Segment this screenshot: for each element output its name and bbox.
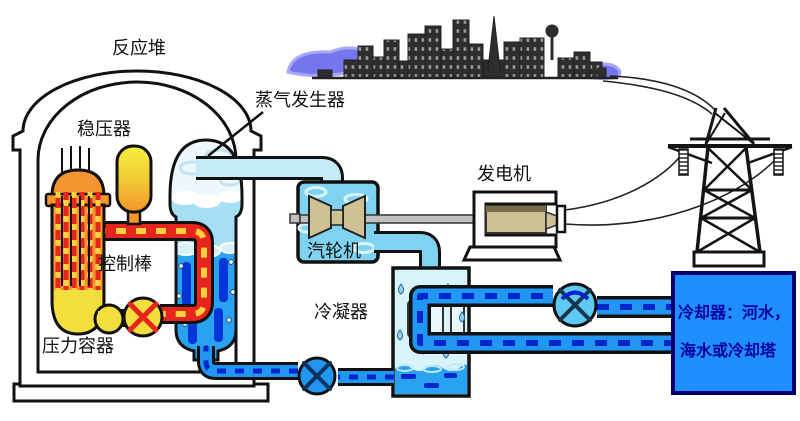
insulator-right (773, 148, 784, 176)
pyramid-building (486, 15, 502, 79)
primary-hot-leg (96, 221, 214, 324)
label-pressurizer: 稳压器 (77, 119, 131, 140)
pressurizer (115, 144, 153, 226)
cooler-box: 冷却器：河水， 海水或冷却塔 (671, 271, 796, 395)
cooler-label-line1: 冷却器：河水， (678, 303, 790, 322)
vessel-water (54, 290, 102, 302)
label-condenser: 冷凝器 (314, 302, 368, 323)
sg-cloud-band (171, 191, 242, 208)
wire-city-2 (602, 80, 713, 115)
turbine-rotors (308, 194, 366, 240)
cooling-pump-arrow (560, 290, 590, 301)
label-generator: 发电机 (477, 164, 531, 185)
label-pressure-vessel: 压力容器 (42, 336, 114, 357)
feedwater-pump (297, 356, 337, 396)
wire-generator-lower (564, 155, 780, 226)
label-reactor: 反应堆 (112, 38, 166, 59)
label-control-rods: 控制棒 (98, 254, 152, 275)
power-lines (564, 75, 780, 226)
fuel-rods (55, 192, 101, 294)
transmission-tower (667, 107, 793, 268)
vessel-body (50, 203, 106, 303)
tower-base (692, 250, 766, 268)
pressurizer-vessel (115, 144, 153, 214)
label-turbine: 汽轮机 (307, 241, 361, 262)
steam-pipe (196, 156, 344, 190)
city-skyline (286, 15, 622, 80)
cooling-loop (409, 285, 678, 354)
generator (461, 190, 567, 262)
label-steam-generator-pointer (207, 111, 264, 157)
primary-pump-impeller (127, 301, 159, 333)
feedwater-pipe (197, 346, 394, 386)
generator-housing (472, 190, 558, 249)
label-steam-generator: 蒸气发生器 (255, 90, 345, 111)
feedwater-pump-impeller (302, 361, 332, 391)
wire-generator-upper (564, 152, 684, 211)
generator-pedestal (461, 245, 563, 262)
exhaust-pipe (374, 231, 441, 276)
needle-tower-top (545, 24, 559, 38)
primary-pump (122, 296, 164, 338)
insulator-left (678, 148, 689, 176)
diagram-labels: 反应堆 蒸气发生器 稳压器 控制棒 压力容器 汽轮机 发电机 冷凝器 (42, 38, 531, 357)
city-buildings (317, 15, 607, 79)
generator-end-cap (555, 204, 567, 234)
vessel-dome (50, 168, 106, 198)
wire-city-1 (609, 75, 716, 111)
reactor-pressure-vessel (44, 146, 125, 336)
condenser-hotwell (395, 363, 467, 394)
cooler-label-line2: 海水或冷却塔 (680, 341, 777, 360)
cooling-pump (552, 282, 598, 328)
generator-shaft-cone (545, 210, 558, 231)
